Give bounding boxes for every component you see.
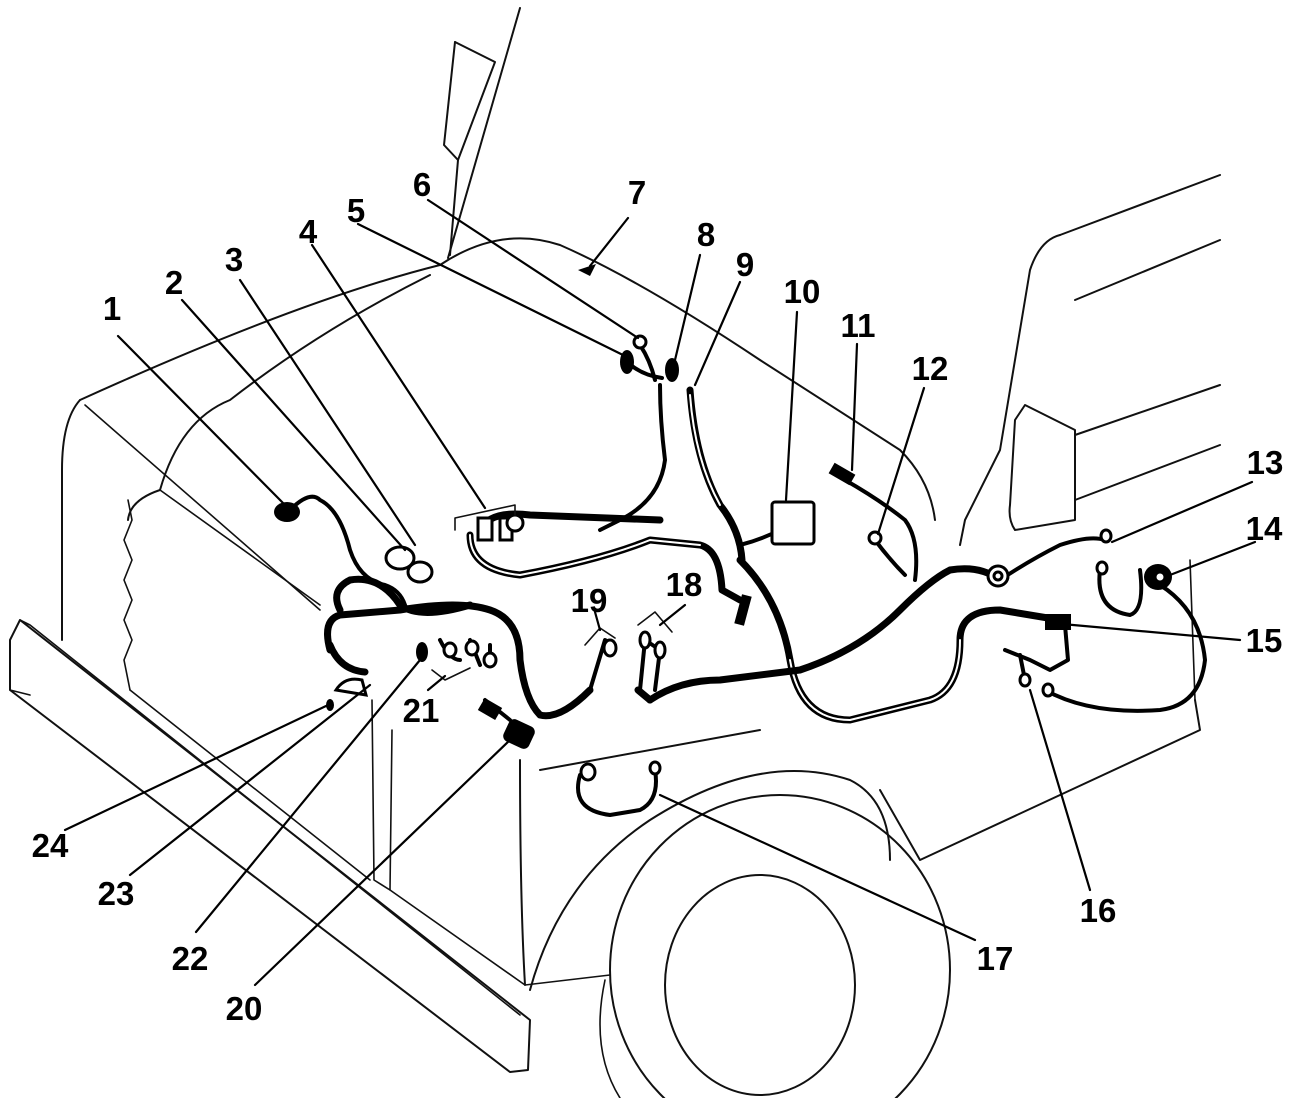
connector-6 <box>632 334 648 350</box>
callout-4: 4 <box>299 213 318 250</box>
connector-13 <box>1099 528 1113 544</box>
callout-23: 23 <box>98 875 135 912</box>
callout-12: 12 <box>912 350 949 387</box>
callout-21: 21 <box>403 692 440 729</box>
callout-18: 18 <box>666 566 703 603</box>
callout-11: 11 <box>841 307 876 344</box>
connector-16 <box>1018 672 1032 688</box>
callout-20: 20 <box>226 990 263 1027</box>
callout-9: 9 <box>736 246 754 283</box>
connector-19 <box>602 638 618 658</box>
module-10 <box>770 500 816 546</box>
callout-19: 19 <box>571 582 608 619</box>
connector-22 <box>416 642 428 662</box>
callout-5: 5 <box>347 192 365 229</box>
connector-11 <box>828 462 856 486</box>
connector-17 <box>579 762 597 782</box>
main-wiring-harness <box>324 386 1064 724</box>
callout-3: 3 <box>225 241 243 278</box>
callout-1: 1 <box>103 290 121 327</box>
connectors <box>274 264 1172 782</box>
callout-8: 8 <box>697 216 715 253</box>
vehicle-body-outline <box>9 7 1221 1098</box>
callout-numbers: 1 2 3 4 5 6 7 8 9 10 11 12 13 14 15 16 1… <box>32 166 1284 1027</box>
connector-1 <box>274 502 300 522</box>
connector-24 <box>326 699 334 711</box>
callout-17: 17 <box>977 940 1014 977</box>
callout-6: 6 <box>413 166 431 203</box>
callout-16: 16 <box>1080 892 1117 929</box>
connector-18 <box>638 630 652 650</box>
connector-23 <box>333 677 369 697</box>
connector-2 <box>384 545 416 571</box>
callout-2: 2 <box>165 264 183 301</box>
connector-7 <box>578 264 596 276</box>
leader-lines <box>63 198 1257 987</box>
callout-15: 15 <box>1246 622 1283 659</box>
connector-21 <box>442 641 458 659</box>
connector-8 <box>665 358 679 382</box>
callout-24: 24 <box>32 827 69 864</box>
callout-13: 13 <box>1247 444 1284 481</box>
connector-4 <box>476 516 494 542</box>
callout-22: 22 <box>172 940 209 977</box>
bracket-marks <box>431 504 673 681</box>
callout-7: 7 <box>628 174 646 211</box>
connector-15 <box>1045 614 1071 630</box>
connector-20 <box>503 719 535 749</box>
callout-14: 14 <box>1246 510 1283 547</box>
callout-10: 10 <box>784 273 821 310</box>
